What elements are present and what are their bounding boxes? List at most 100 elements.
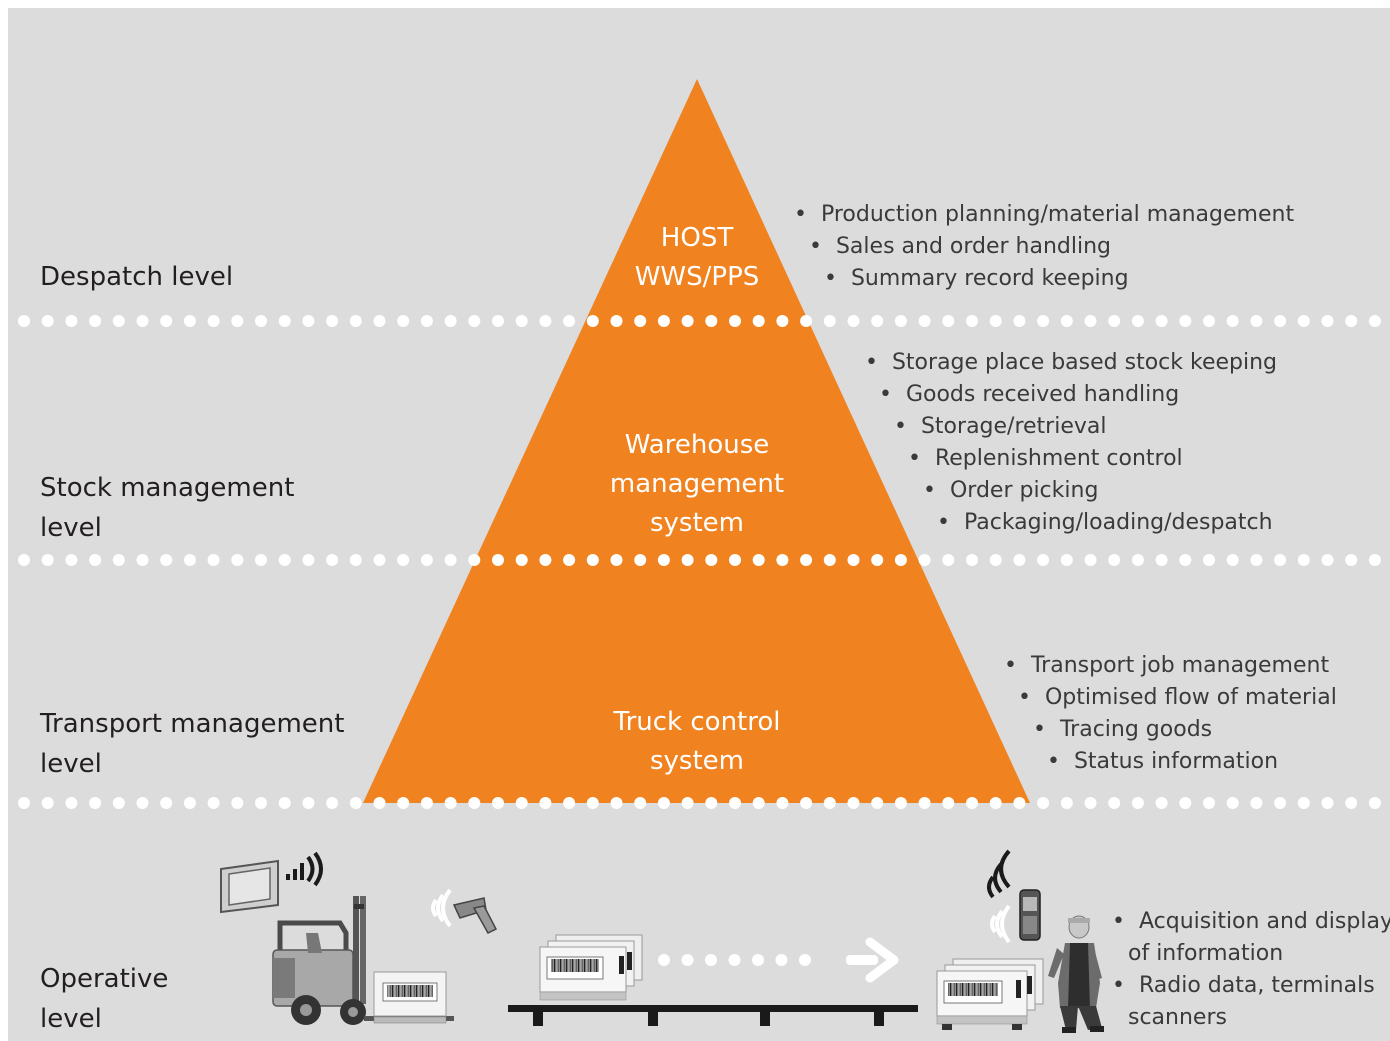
- separator-dot: [231, 554, 244, 566]
- separator-dot: [278, 315, 291, 327]
- despatch-bullet-list: Production planning/material management …: [794, 199, 1294, 295]
- list-item: Storage place based stock keeping: [865, 347, 1277, 379]
- forklift-icon: [272, 896, 454, 1025]
- separator-dot: [1250, 797, 1263, 809]
- list-item: Order picking: [923, 475, 1277, 507]
- separator-dot: [1250, 554, 1263, 566]
- separator-dot: [1084, 554, 1097, 566]
- separator-dot: [160, 554, 173, 566]
- separator-dot: [1131, 797, 1144, 809]
- separator-dot: [752, 554, 765, 566]
- separator-dot: [1297, 554, 1310, 566]
- separator-dot: [942, 315, 955, 327]
- separator-dot: [966, 315, 978, 327]
- separator-dot: [871, 797, 884, 809]
- list-item: Summary record keeping: [824, 263, 1294, 295]
- separator-dot: [729, 315, 741, 327]
- separator-dot: [65, 797, 78, 809]
- separator-dot: [1368, 797, 1381, 809]
- flow-dot: [775, 954, 788, 966]
- separator-dot: [705, 554, 718, 566]
- separator-dot: [847, 315, 860, 327]
- separator-dot: [1321, 315, 1334, 327]
- terminal-icon: [220, 859, 279, 914]
- separator-dot: [1155, 315, 1168, 327]
- separator-dot: [894, 797, 907, 809]
- barcode-scanner-icon: [452, 897, 498, 934]
- arrow-right-icon: [846, 937, 899, 983]
- pallet-icon: [539, 934, 643, 1001]
- separator-dot: [1345, 797, 1358, 809]
- flow-dot: [799, 954, 811, 966]
- separator-dot: [539, 797, 552, 809]
- separator-dot: [1345, 315, 1358, 327]
- separator-dot: [800, 554, 813, 566]
- separator-dot: [112, 315, 125, 327]
- separator-dot: [41, 797, 54, 809]
- pallet-icon: [373, 971, 447, 1024]
- separator-dot: [610, 797, 623, 809]
- separator-dot: [966, 797, 978, 809]
- separator-dot: [326, 797, 339, 809]
- list-item: Replenishment control: [908, 443, 1277, 475]
- separator-dot: [136, 797, 149, 809]
- separator-dot: [349, 315, 362, 327]
- wifi-icon: [987, 849, 1011, 899]
- list-item: Goods received handling: [879, 379, 1277, 411]
- separator-dot: [1321, 797, 1334, 809]
- separator-dot: [776, 797, 789, 809]
- separator-dot: [1060, 315, 1073, 327]
- separator-dot: [444, 315, 457, 327]
- list-item: Production planning/material management: [794, 199, 1294, 231]
- separator-dot: [823, 315, 836, 327]
- list-item: Transport job management: [1004, 650, 1337, 682]
- separator-dot: [420, 315, 433, 327]
- wifi-icon: [286, 851, 323, 887]
- handheld-terminal-icon: [1019, 889, 1041, 941]
- separator-dot: [705, 315, 718, 327]
- separator-dot: [349, 797, 362, 809]
- separator-dot: [1155, 797, 1168, 809]
- separator-dot: [1179, 315, 1192, 327]
- wifi-icon: [431, 888, 452, 928]
- list-item: Packaging/loading/despatch: [937, 507, 1277, 539]
- despatch-level-label: Despatch level: [40, 262, 234, 292]
- separator-dot: [444, 554, 457, 566]
- separator-dot: [160, 797, 173, 809]
- separator-dot: [847, 554, 860, 566]
- dotted-separator-3: [18, 797, 1381, 809]
- separator-dot: [515, 554, 528, 566]
- separator-dot: [586, 797, 599, 809]
- flow-dots: [658, 954, 811, 966]
- separator-dot: [492, 554, 504, 566]
- separator-dot: [1013, 315, 1026, 327]
- separator-dot: [1084, 797, 1097, 809]
- separator-dot: [397, 315, 410, 327]
- separator-dot: [942, 554, 955, 566]
- separator-dot: [1108, 797, 1121, 809]
- separator-dot: [610, 554, 623, 566]
- separator-dot: [1037, 554, 1050, 566]
- separator-dot: [776, 315, 789, 327]
- flow-dot: [658, 954, 670, 966]
- separator-dot: [634, 797, 647, 809]
- separator-dot: [136, 315, 149, 327]
- stock-bullet-list: Storage place based stock keeping Goods …: [865, 347, 1277, 539]
- separator-dot: [444, 797, 457, 809]
- separator-dot: [610, 315, 623, 327]
- separator-dot: [468, 797, 481, 809]
- flow-dot: [705, 954, 717, 966]
- separator-dot: [492, 797, 504, 809]
- separator-dot: [871, 315, 884, 327]
- separator-dot: [1226, 554, 1239, 566]
- separator-dot: [681, 315, 694, 327]
- transport-bullet-list: Transport job management Optimised flow …: [1004, 650, 1337, 778]
- separator-dot: [492, 315, 504, 327]
- separator-dot: [823, 554, 836, 566]
- separator-dot: [1203, 797, 1215, 809]
